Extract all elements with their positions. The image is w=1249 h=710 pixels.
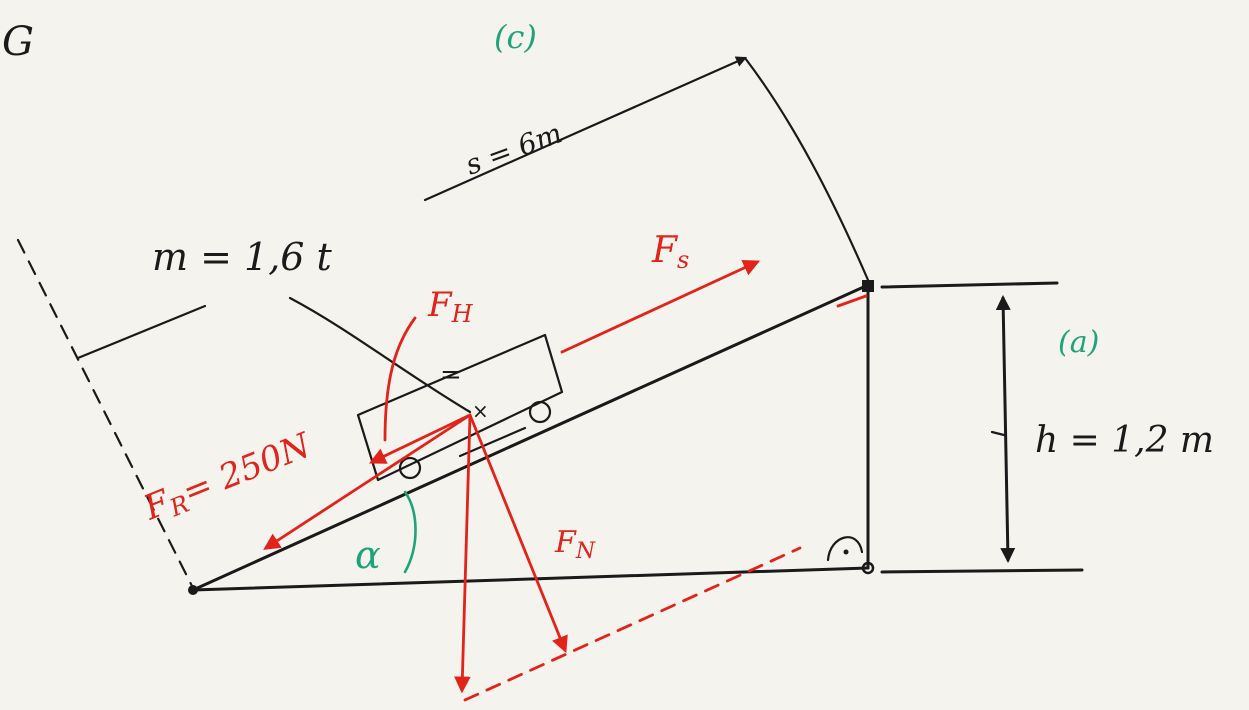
height-ext-bottom bbox=[880, 568, 1084, 574]
height-ext-top bbox=[880, 281, 1059, 289]
height-label: h = 1,2 m bbox=[1035, 420, 1214, 461]
left-extension bbox=[16, 238, 207, 590]
angle-label: α bbox=[355, 533, 381, 577]
slope-force-arrow bbox=[368, 413, 472, 464]
slope-force-symbol: F bbox=[427, 285, 453, 325]
top-vertex bbox=[862, 280, 874, 292]
normal-force-subscript: N bbox=[575, 539, 596, 564]
friction-force-arrow bbox=[263, 413, 472, 550]
incline-triangle bbox=[188, 280, 875, 595]
pull-force-symbol: F bbox=[651, 230, 679, 271]
distance-arrow bbox=[423, 56, 748, 202]
right-angle-vertex bbox=[861, 561, 875, 575]
center-of-mass-mark: × bbox=[472, 399, 489, 423]
cart-axle bbox=[458, 426, 527, 458]
slope-force-subscript: H bbox=[451, 300, 474, 328]
cart-wheel-right bbox=[528, 400, 552, 424]
slope-line bbox=[191, 283, 870, 592]
projection-dash bbox=[463, 546, 802, 702]
normal-force-symbol: F bbox=[554, 525, 577, 560]
distance-label: s = 6m bbox=[461, 116, 566, 181]
base-vertex bbox=[188, 585, 198, 595]
friction-force-value: = 250N bbox=[177, 425, 317, 513]
pull-force-subscript: s bbox=[677, 246, 689, 274]
left-dash-line bbox=[16, 238, 195, 590]
distance-extension bbox=[743, 56, 870, 282]
friction-force-label: FR= 250N bbox=[137, 425, 318, 531]
height-tick bbox=[990, 430, 1006, 437]
mass-label: m = 1,6 t bbox=[152, 235, 333, 279]
pull-force-label: Fs bbox=[651, 230, 689, 274]
right-angle-arc bbox=[826, 536, 864, 562]
weight-force-arrow bbox=[453, 413, 472, 694]
normal-force-arrow bbox=[468, 413, 568, 654]
right-angle-dot bbox=[843, 549, 849, 555]
normal-force-label: FN bbox=[554, 525, 596, 564]
corner-fragment: G bbox=[2, 19, 34, 65]
parallel-mark: = bbox=[440, 360, 462, 390]
pull-force-arrow bbox=[560, 260, 761, 354]
cart-wheel-left bbox=[398, 456, 422, 480]
cart bbox=[356, 333, 564, 482]
mass-leader bbox=[288, 296, 472, 414]
left-perp-line bbox=[76, 304, 207, 360]
slope-force-label: FH bbox=[427, 285, 474, 328]
top-red-tick bbox=[836, 294, 868, 308]
angle-arc bbox=[403, 490, 417, 574]
slope-force-leader bbox=[383, 316, 417, 442]
height-dimension bbox=[995, 295, 1016, 563]
distance-dimension bbox=[423, 56, 870, 282]
marker-c: (c) bbox=[494, 18, 537, 56]
marker-a: (a) bbox=[1058, 325, 1099, 360]
force-vectors bbox=[263, 260, 868, 702]
ground-line bbox=[191, 566, 870, 592]
